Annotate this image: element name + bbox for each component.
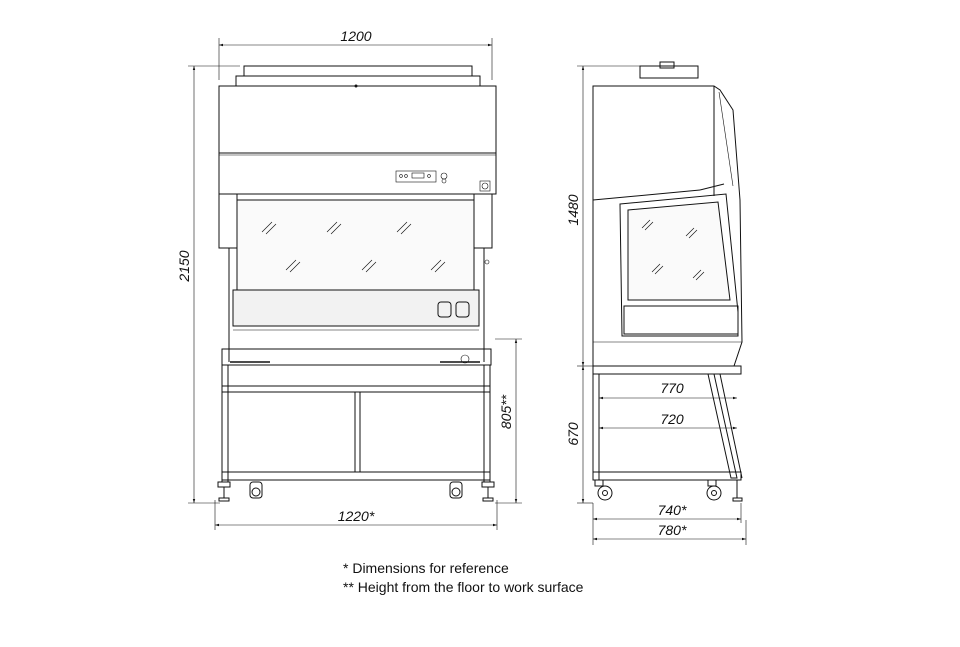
side-casters [594,479,743,502]
dim-side-stand-height: 670 [565,366,593,504]
front-view: 1200 2150 805** 1220* [176,28,522,530]
socket-left [437,301,452,318]
back-wall-panel [232,289,480,327]
side-exhaust-cap [639,65,699,79]
glass-hatch-marks [261,221,446,273]
front-sash-glass [236,199,475,291]
dim-front-base-width: 1220* [214,500,498,530]
dim-label-base-width: 1220* [338,508,375,524]
exhaust-collar [235,75,481,87]
footnote-reference: * Dimensions for reference [343,560,509,576]
dim-label-work-surface: 805** [498,394,514,429]
socket-right [455,301,470,318]
footnote-work-surface: ** Height from the floor to work surface [343,579,584,595]
dim-label-width: 1200 [340,28,371,44]
dim-label-740: 740* [658,502,687,518]
dim-side-720: 720 [599,411,737,430]
dim-side-770: 770 [599,380,737,400]
footnotes: * Dimensions for reference ** Height fro… [343,560,584,595]
dim-label-770: 770 [660,380,684,396]
side-glass-hatch [641,219,705,281]
dim-side-upper-height: 1480 [565,65,640,367]
side-window-glass [627,201,731,301]
dim-label-upper-height: 1480 [565,194,581,225]
dim-front-width: 1200 [218,28,493,80]
front-casters [217,481,495,502]
dim-side-740: 740* [592,502,742,545]
dim-label-720: 720 [660,411,684,427]
dim-label-stand-height: 670 [565,422,581,446]
work-surface [221,348,492,366]
side-view: 1480 670 770 720 740* 780* [565,61,747,545]
upper-housing [218,85,497,195]
control-panel [395,170,491,192]
exhaust-cap [243,65,473,77]
dim-label-780: 780* [658,522,687,538]
dim-label-height: 2150 [176,250,192,282]
dim-work-surface-height: 805** [495,338,522,504]
dim-front-height: 2150 [176,65,240,504]
dim-side-780: 780* [593,520,747,545]
